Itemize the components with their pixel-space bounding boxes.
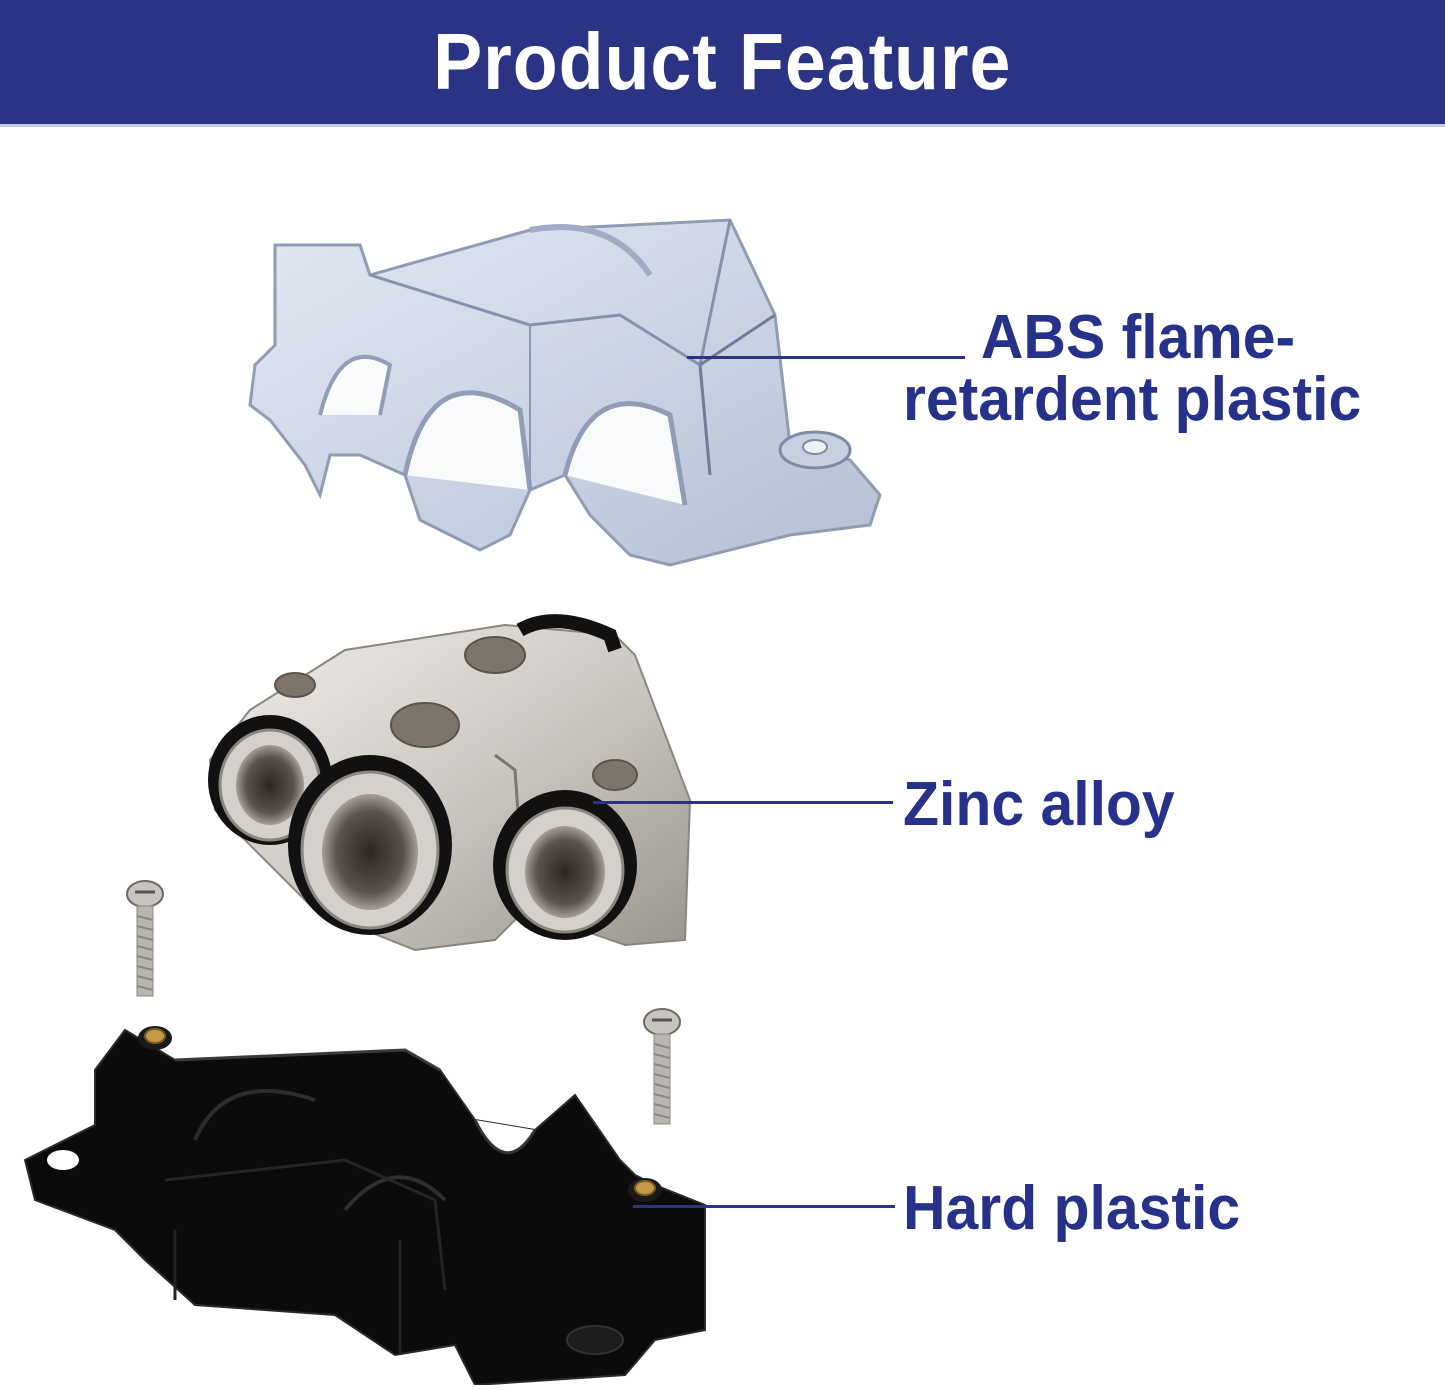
base-material-label: Hard plastic [903, 1174, 1241, 1243]
cover-image [230, 205, 900, 585]
page-title: Product Feature [433, 17, 1012, 106]
zinc-callout-line [593, 801, 893, 804]
base-callout-line [633, 1205, 895, 1208]
cover-label-line2: retardent plastic [903, 365, 1362, 434]
header-banner: Product Feature [0, 0, 1445, 127]
right-screw-icon [642, 1008, 682, 1128]
left-screw-icon [125, 880, 165, 1000]
cover-label-line1: ABS flame- [980, 303, 1296, 372]
zinc-block-image [195, 610, 715, 960]
cover-callout-line [687, 356, 965, 359]
zinc-material-label: Zinc alloy [903, 770, 1175, 839]
cover-material-label: ABS flame- retardent plastic [903, 307, 1361, 431]
base-image [15, 1010, 715, 1385]
